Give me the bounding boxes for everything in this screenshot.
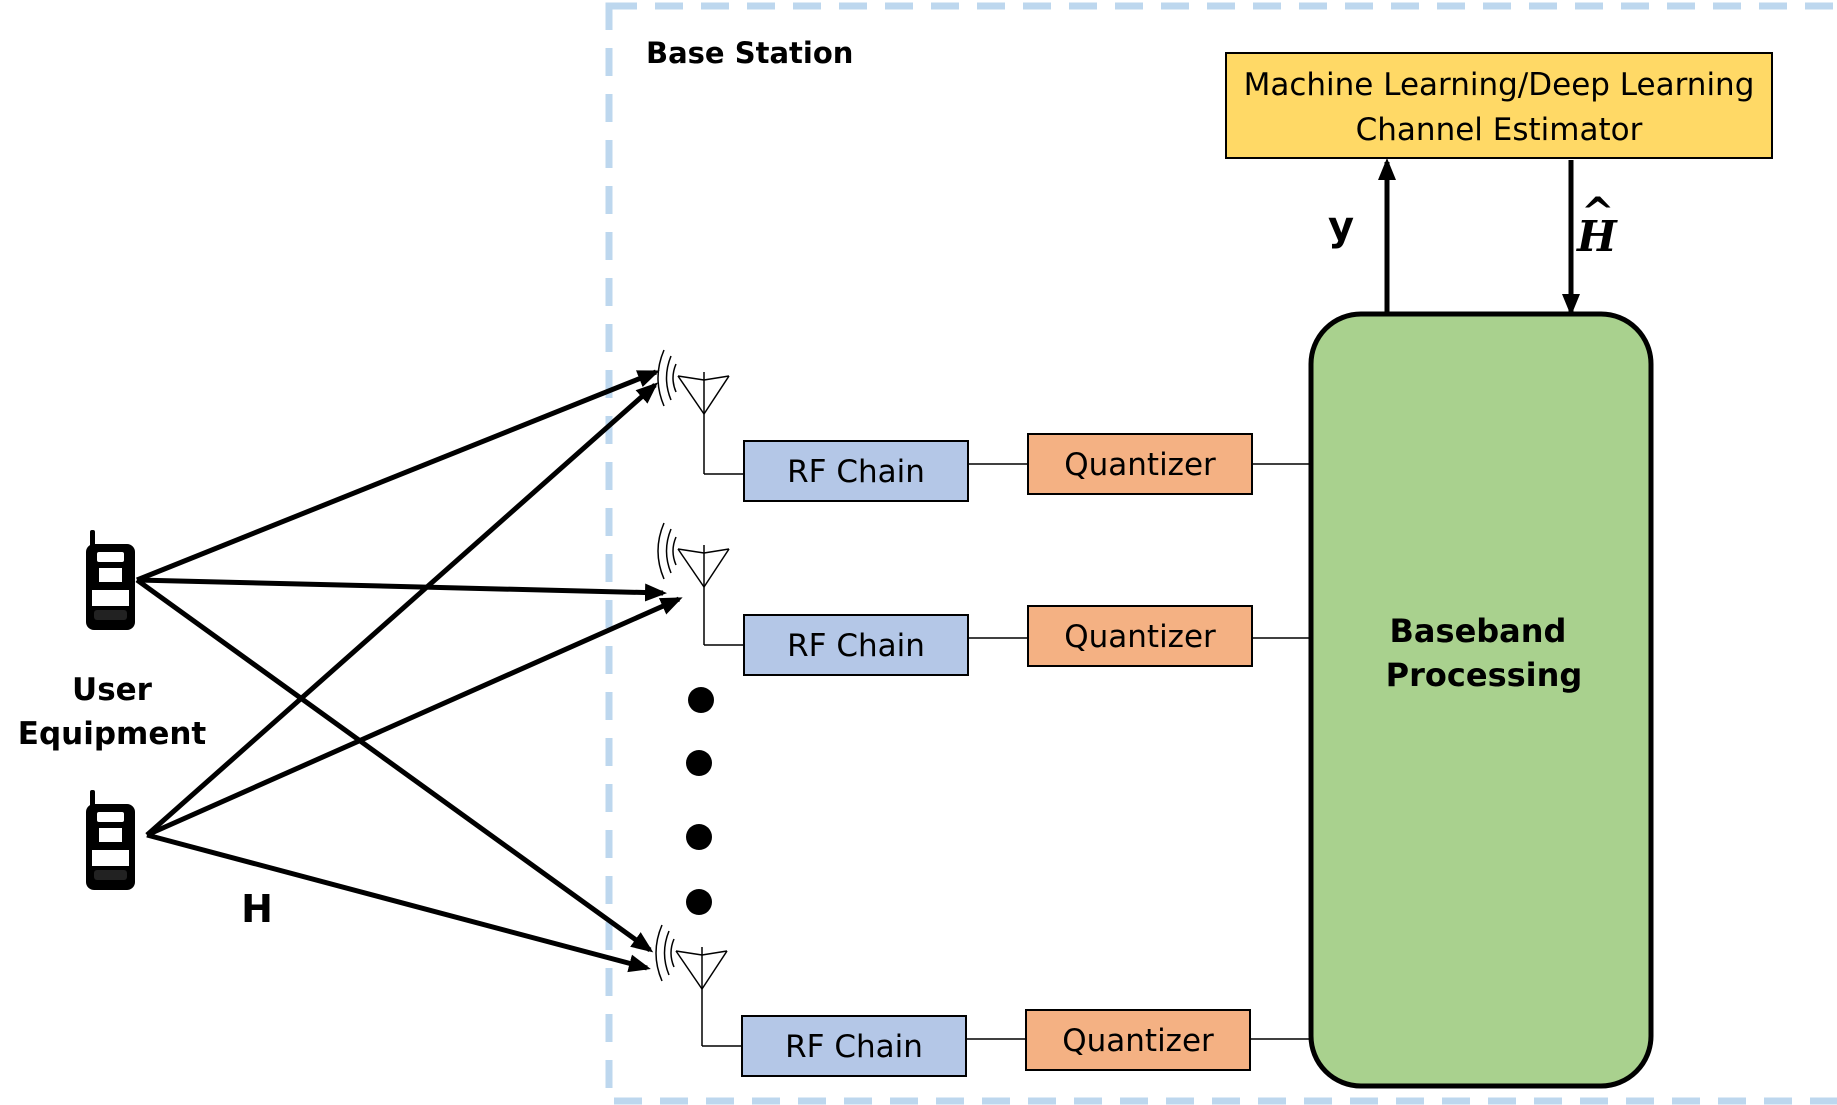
- channel-path-ue2-ant3: [146, 832, 651, 973]
- quantizer-box: [1025, 1009, 1251, 1071]
- ellipsis-dot: [686, 750, 712, 776]
- channel-path-ue2-ant1: [145, 382, 658, 837]
- mobile-phone-icon: [86, 530, 135, 630]
- quantizer-label: Quantizer: [1064, 619, 1216, 655]
- baseband-label-line2: Processing: [1386, 656, 1583, 694]
- channel-path-ue1-ant3: [135, 577, 654, 953]
- baseband-processing-block: [1308, 311, 1654, 1089]
- rf-chain-label: RF Chain: [785, 1029, 923, 1065]
- rf-chain-label: RF Chain: [787, 454, 925, 490]
- antenna-icon: [657, 522, 730, 645]
- quantizer-label: Quantizer: [1062, 1023, 1214, 1059]
- h-hat-accent: ^: [1581, 189, 1615, 236]
- quantizer-box: [1027, 605, 1253, 667]
- user-equipment-label-line2: Equipment: [18, 716, 207, 752]
- rf-chain-box: [741, 1015, 967, 1077]
- receive-chain-1: RF Chain Quantizer: [657, 349, 1311, 502]
- h-hat-signal-label: H: [1576, 212, 1618, 261]
- channel-path-ue2-ant2: [145, 596, 683, 838]
- channel-matrix-label: H: [241, 887, 273, 931]
- antenna-icon: [655, 924, 728, 1046]
- rf-chain-label: RF Chain: [787, 628, 925, 664]
- antenna-icon: [657, 349, 730, 474]
- rf-chain-box: [743, 440, 969, 502]
- channel-estimator-box: [1225, 52, 1773, 159]
- user-equipment-label-line1: User: [72, 672, 153, 708]
- quantizer-label: Quantizer: [1064, 447, 1216, 483]
- channel-estimator-label-line1: Machine Learning/Deep Learning: [1244, 67, 1755, 103]
- receive-chain-2: RF Chain Quantizer: [657, 522, 1311, 676]
- channel-estimator-label-line2: Channel Estimator: [1356, 112, 1643, 148]
- ellipsis-dot: [686, 824, 712, 850]
- ellipsis-dot: [686, 889, 712, 915]
- mobile-phone-icon: [86, 790, 135, 890]
- channel-path-ue1-ant2: [136, 577, 667, 602]
- receive-chain-3: RF Chain Quantizer: [655, 924, 1311, 1077]
- ellipsis-dot: [688, 687, 714, 713]
- channel-path-ue1-ant1: [136, 369, 660, 583]
- base-station-label: Base Station: [646, 36, 853, 70]
- base-station-boundary: [605, 2, 1837, 1105]
- y-signal-label: y: [1328, 204, 1354, 250]
- rf-chain-box: [743, 614, 969, 676]
- baseband-label-line1: Baseband: [1390, 612, 1567, 650]
- quantizer-box: [1027, 433, 1253, 495]
